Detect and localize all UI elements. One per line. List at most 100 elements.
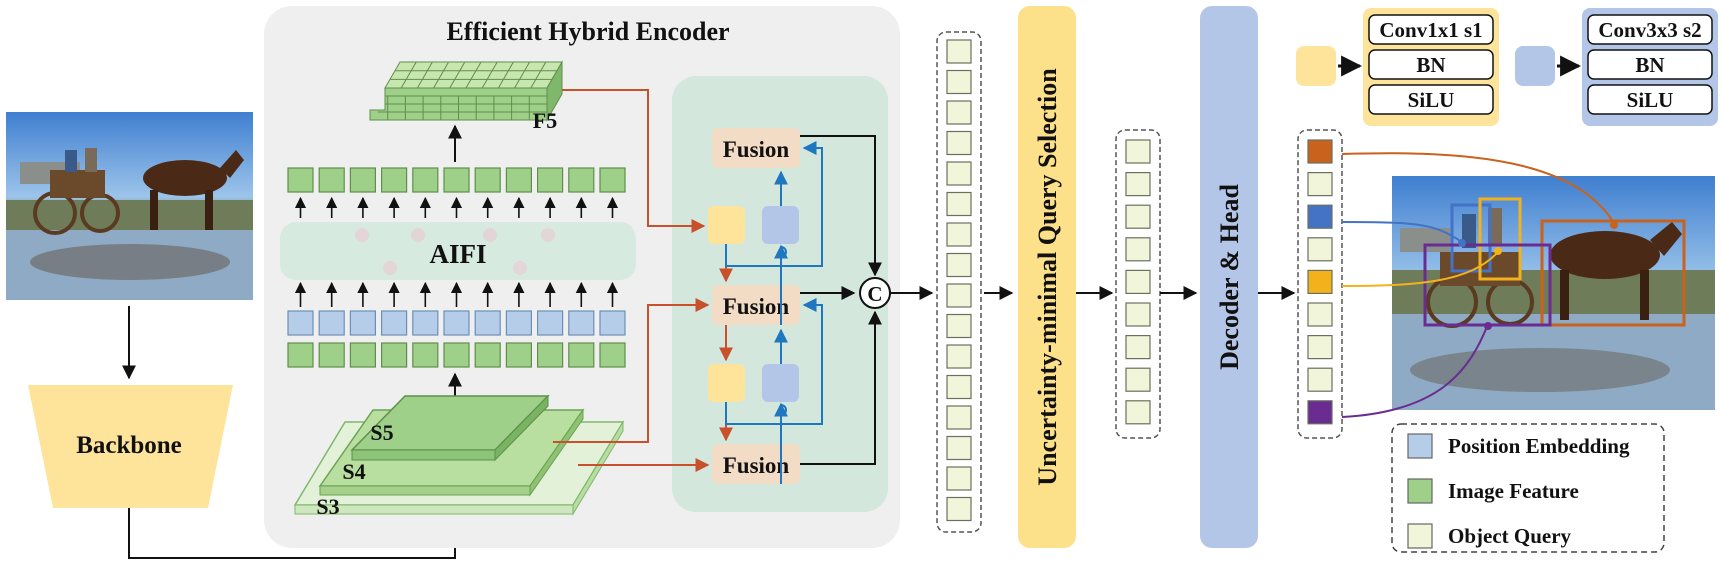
legend-box xyxy=(1391,423,1665,553)
legend-swatch xyxy=(1407,433,1433,459)
ccff-concat-paths xyxy=(800,135,882,465)
image-feature-token xyxy=(599,342,626,368)
query-selection-label: Uncertainty-minimal Query Selection xyxy=(1033,68,1062,486)
position-embedding-token xyxy=(474,310,501,336)
aifi-output-token xyxy=(474,167,501,193)
image-feature-token xyxy=(318,342,345,368)
position-embedding-token xyxy=(536,310,564,336)
image-feature-token xyxy=(536,342,564,368)
backbone-block xyxy=(28,385,233,508)
encoder-output-token xyxy=(946,466,972,491)
position-embedding-token xyxy=(443,310,470,336)
s5-feature-plate xyxy=(350,394,550,462)
image-feature-token xyxy=(412,342,439,368)
legend-swatch xyxy=(1407,523,1433,549)
s5-label: S5 xyxy=(370,420,393,445)
legend-swatch xyxy=(1407,478,1433,504)
position-embedding-token xyxy=(349,310,376,336)
selected-query-token xyxy=(1125,237,1151,262)
fusion-block-top xyxy=(712,128,800,168)
encoder-output-token xyxy=(946,283,972,308)
aifi-output-arrows xyxy=(294,196,619,218)
aifi-output-token xyxy=(287,167,314,193)
conv-layer-label: SiLU xyxy=(1408,88,1455,112)
conv-layer-label: BN xyxy=(1416,53,1445,77)
conv-layer-label: Conv3x3 s2 xyxy=(1598,18,1701,42)
conv-layer-box xyxy=(1368,14,1494,45)
input-image xyxy=(6,112,253,300)
output-queries-column xyxy=(1297,129,1343,439)
encoder-output-token xyxy=(946,344,972,369)
conv3x3-square-lower xyxy=(762,364,799,402)
conv-layer-box xyxy=(1587,14,1713,45)
position-embedding-token xyxy=(599,310,626,336)
encoder-output-token xyxy=(946,222,972,247)
conv-layer-box xyxy=(1587,49,1713,80)
output-query-token xyxy=(1307,335,1333,360)
conv3x3-swatch xyxy=(1515,46,1555,86)
output-query-token xyxy=(1307,269,1333,294)
position-embedding-token xyxy=(412,310,439,336)
legend-label: Position Embedding xyxy=(1448,434,1630,458)
backbone-label: Backbone xyxy=(76,432,182,459)
fusion-middle-label: Fusion xyxy=(723,294,790,319)
detection-link-end-horse xyxy=(1610,221,1618,229)
fusion-bottom-label: Fusion xyxy=(723,453,790,478)
aifi-label: AIFI xyxy=(429,239,486,269)
aifi-output-token xyxy=(505,167,532,193)
output-detection-image xyxy=(1392,176,1715,410)
encoder-output-token xyxy=(946,496,972,522)
selected-query-token xyxy=(1125,367,1151,392)
query-selection-block xyxy=(1018,6,1076,548)
conv-layer-box xyxy=(1368,49,1494,80)
output-query-token xyxy=(1307,204,1333,229)
output-query-token xyxy=(1307,367,1333,392)
encoder-output-token xyxy=(946,435,972,461)
encoder-output-token xyxy=(946,39,972,64)
aifi-attention-dots xyxy=(355,228,555,275)
selected-query-token xyxy=(1125,335,1151,360)
f5-feature-map xyxy=(369,60,563,122)
output-query-tokens xyxy=(1307,139,1333,425)
encoder-output-token xyxy=(946,191,972,217)
position-embedding-token xyxy=(381,310,408,336)
detection-link-person-1 xyxy=(1341,221,1463,243)
encoder-output-token xyxy=(946,100,972,125)
image-feature-token xyxy=(349,342,376,368)
aifi-output-token xyxy=(568,167,595,193)
encoder-output-token xyxy=(946,252,972,278)
detection-link-carriage xyxy=(1341,323,1489,418)
fusion-block-bottom xyxy=(712,444,800,484)
selected-query-token xyxy=(1125,269,1151,294)
s3-label: S3 xyxy=(316,494,339,519)
encoder-output-token xyxy=(946,313,972,339)
decoder-head-block xyxy=(1200,6,1258,548)
selected-query-token xyxy=(1125,139,1151,164)
encoder-output-token xyxy=(946,161,972,186)
encoder-title: Efficient Hybrid Encoder xyxy=(446,17,729,46)
output-query-token xyxy=(1307,172,1333,197)
encoder-output-column xyxy=(936,31,982,533)
selected-query-token xyxy=(1125,400,1151,425)
conv3x3-square-upper xyxy=(762,206,799,244)
image-feature-token xyxy=(505,342,532,368)
encoder-output-tokens xyxy=(946,39,972,522)
image-feature-token xyxy=(287,342,314,368)
f5-label: F5 xyxy=(533,108,557,133)
output-query-token xyxy=(1307,400,1333,425)
aifi-output-token xyxy=(349,167,376,193)
position-embedding-token xyxy=(568,310,595,336)
fusion-block-middle xyxy=(712,285,800,325)
output-query-token xyxy=(1307,302,1333,327)
detection-link-person-2 xyxy=(1341,251,1499,287)
selected-query-token xyxy=(1125,302,1151,327)
aifi-output-token xyxy=(318,167,345,193)
aifi-output-token xyxy=(536,167,564,193)
detection-link-end-person-1 xyxy=(1458,239,1466,247)
image-feature-token xyxy=(443,342,470,368)
selected-query-token xyxy=(1125,172,1151,197)
aifi-output-token xyxy=(381,167,408,193)
